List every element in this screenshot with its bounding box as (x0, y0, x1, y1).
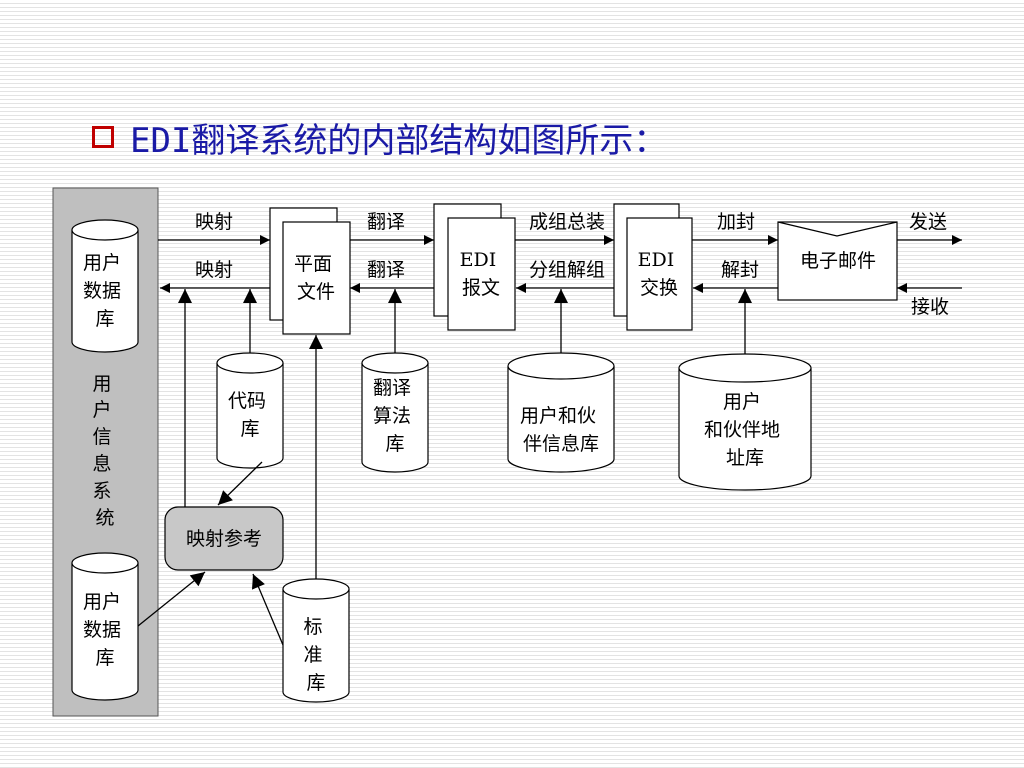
user-database-top: 用户 数据 库 (71, 219, 139, 353)
svg-text:用户 数据 库: 用户 数据 库 (83, 252, 127, 330)
translation-algorithm-database: 翻译 算法 库 (361, 352, 429, 473)
sidebar-char: 信 (92, 426, 111, 448)
svg-text:标 准 库: 标 准 库 (303, 616, 328, 694)
user-info-system-label: 用 户 信 息 系 统 (92, 373, 117, 529)
sidebar-char: 系 (92, 480, 111, 502)
standard-db-to-mapping-arrow (252, 573, 284, 646)
partner-addr-line: 和伙伴地 (704, 419, 780, 441)
svg-text:用户 和伙伴地 址库: 用户 和伙伴地 址库 (704, 391, 786, 469)
group-assemble-label: 成组总装 (529, 211, 605, 233)
partner-info-line: 用户和伙 (520, 405, 596, 427)
code-db-line: 代码 (228, 390, 266, 412)
partner-addr-line: 用户 (723, 391, 761, 413)
translate-out-label: 翻译 (367, 211, 405, 233)
user-db-top-line: 库 (95, 308, 114, 330)
edi-message-box: EDI 报文 (433, 203, 516, 331)
svg-text:代码 库: 代码 库 (228, 390, 272, 440)
title-prefix: EDI (130, 120, 192, 161)
mapping-reference-box: 映射参考 (164, 506, 284, 571)
user-db-bottom-line: 库 (95, 647, 114, 669)
partner-info-line: 伴信息库 (523, 433, 599, 455)
slide-title: EDI翻译系统的内部结构如图所示： (92, 112, 667, 162)
map-in-label: 映射 (195, 259, 233, 281)
sidebar-char: 用 (92, 373, 111, 395)
code-db-to-mapping-arrow (217, 461, 263, 506)
user-db-top-line: 用户 (83, 252, 121, 274)
user-db-bottom-line: 数据 (83, 619, 121, 641)
send-label: 发送 (909, 211, 947, 233)
edi-message-line: EDI (460, 249, 497, 271)
standard-database: 标 准 库 (282, 578, 350, 703)
user-db-top-line: 数据 (83, 280, 121, 302)
mapping-ref-label: 映射参考 (186, 528, 262, 550)
map-out-label: 映射 (195, 211, 233, 233)
user-database-bottom: 用户 数据 库 (71, 552, 139, 701)
square-bullet-icon (92, 126, 114, 148)
unseal-label: 解封 (721, 259, 759, 281)
translate-in-label: 翻译 (367, 259, 405, 281)
seal-label: 加封 (717, 211, 755, 233)
edi-exchange-line: 交换 (640, 277, 678, 299)
title-rest: 翻译系统的内部结构如图所示： (191, 120, 668, 161)
trans-algo-line: 算法 (373, 405, 411, 427)
svg-text:平面 文件: 平面 文件 (294, 253, 338, 303)
user-db-bottom-line: 用户 (83, 591, 121, 613)
email-envelope: 电子邮件 (777, 221, 898, 301)
flat-file-line: 文件 (297, 281, 335, 303)
flat-file-box: 平面 文件 (269, 207, 351, 335)
partner-info-database: 用户和伙 伴信息库 (507, 352, 615, 473)
user-db-to-mapping-arrow (137, 571, 206, 627)
receive-label: 接收 (911, 296, 949, 318)
svg-text:EDI 报文: EDI 报文 (460, 249, 503, 299)
trans-algo-line: 库 (385, 433, 404, 455)
svg-text:EDI 交换: EDI 交换 (638, 249, 681, 299)
slide-title-text: EDI翻译系统的内部结构如图所示： (130, 113, 667, 162)
partner-addr-line: 址库 (726, 447, 764, 469)
standard-db-line: 准 (303, 644, 322, 666)
code-database: 代码 库 (216, 352, 284, 469)
edi-message-line: 报文 (462, 277, 500, 299)
svg-text:用户 数据 库: 用户 数据 库 (83, 591, 127, 669)
code-db-line: 库 (240, 418, 259, 440)
edi-exchange-box: EDI 交换 (613, 203, 693, 331)
sidebar-char: 户 (92, 399, 111, 421)
sidebar-char: 息 (92, 453, 111, 475)
partner-address-database: 用户 和伙伴地 址库 (678, 353, 812, 491)
trans-algo-line: 翻译 (373, 377, 411, 399)
sidebar-char: 统 (95, 507, 114, 529)
flat-file-line: 平面 (294, 253, 332, 275)
standard-db-line: 库 (306, 672, 325, 694)
svg-text:翻译 算法 库: 翻译 算法 库 (373, 377, 417, 455)
edi-exchange-line: EDI (638, 249, 675, 271)
standard-db-line: 标 (303, 616, 322, 638)
svg-text:用户和伙 伴信息库: 用户和伙 伴信息库 (520, 405, 602, 455)
email-label: 电子邮件 (800, 250, 876, 272)
group-split-label: 分组解组 (529, 259, 605, 281)
